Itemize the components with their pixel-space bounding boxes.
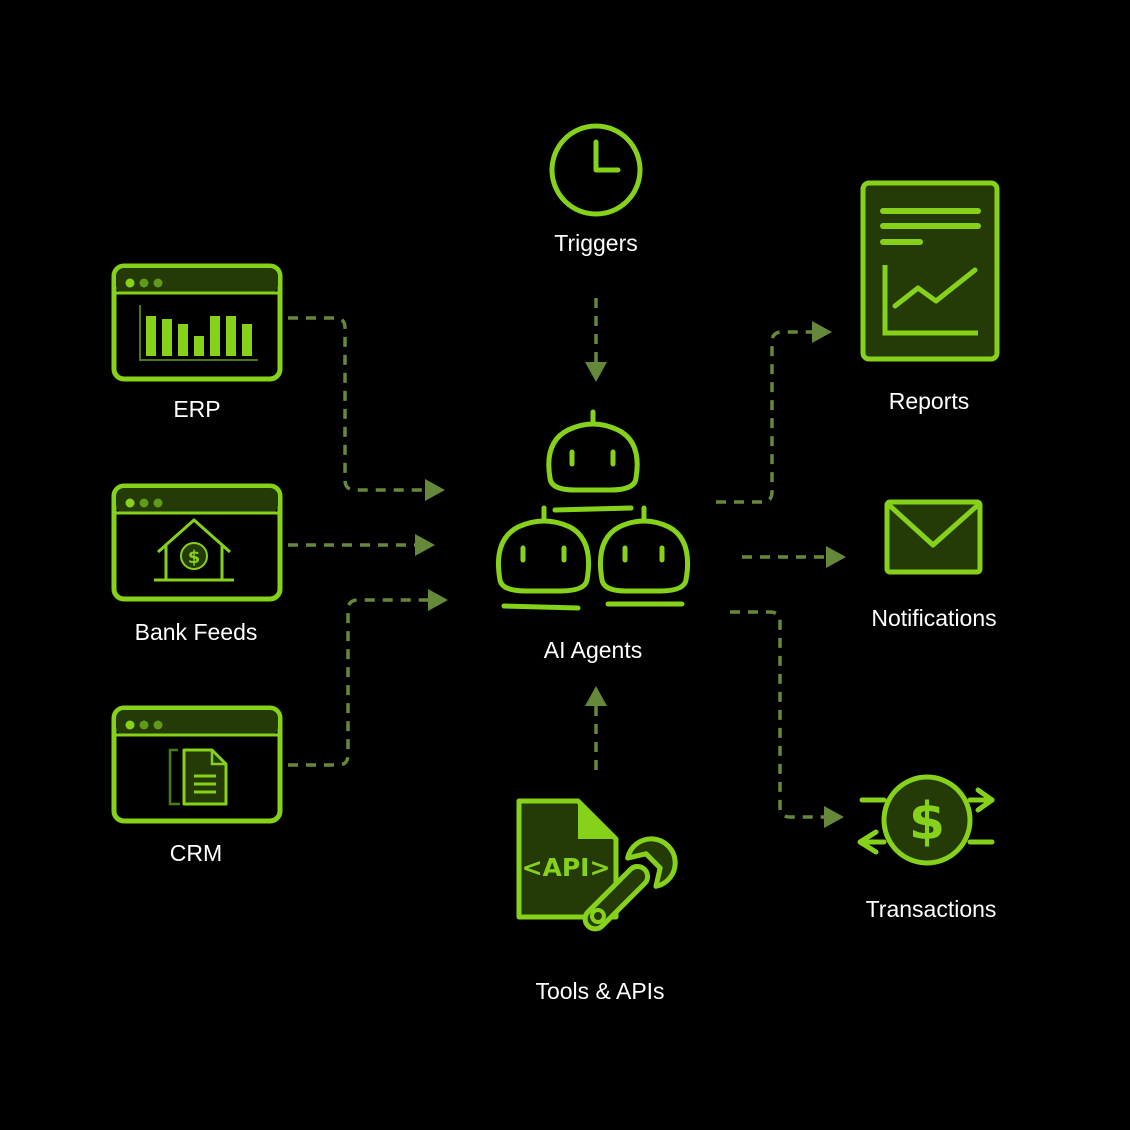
svg-text:$: $: [909, 792, 945, 852]
node-label: AI Agents: [544, 637, 642, 663]
edge-bank-feeds-to-ai-agents: [288, 534, 435, 556]
edge-crm-to-ai-agents: [288, 589, 448, 767]
edge-tools-apis-to-ai-agents: [585, 686, 607, 770]
node-transactions: $ Transactions: [857, 774, 997, 922]
edge-ai-agents-to-reports: [716, 321, 832, 504]
node-reports: Reports: [860, 180, 1000, 414]
svg-text:$: $: [188, 547, 201, 568]
document-window-icon: [111, 705, 283, 824]
node-label: ERP: [173, 396, 220, 422]
edge-ai-agents-to-transactions: [730, 610, 844, 828]
node-label: CRM: [170, 840, 222, 866]
connectors: [288, 298, 846, 828]
node-tools-apis: <API> Tools & APIs: [516, 798, 678, 1004]
node-label: Notifications: [871, 605, 996, 631]
node-erp: ERP: [111, 263, 283, 422]
edge-triggers-to-ai-agents: [585, 298, 607, 382]
edge-ai-agents-to-notifications: [742, 546, 846, 568]
node-label: Reports: [889, 388, 970, 414]
node-ai-agents: AI Agents: [495, 409, 691, 663]
node-label: Triggers: [554, 230, 638, 256]
clock-icon: [549, 123, 643, 217]
api-badge: <API>: [522, 853, 611, 882]
house-dollar-window-icon: $: [111, 483, 283, 602]
node-bank-feeds: $ Bank Feeds: [111, 483, 283, 645]
dollar-exchange-icon: $: [857, 774, 995, 866]
node-notifications: Notifications: [871, 499, 997, 631]
api-wrench-icon: <API>: [516, 798, 678, 932]
node-label: Bank Feeds: [135, 619, 258, 645]
node-label: Transactions: [866, 896, 997, 922]
report-chart-icon: [860, 180, 1000, 362]
node-label: Tools & APIs: [535, 978, 664, 1004]
node-crm: CRM: [111, 705, 283, 866]
node-triggers: Triggers: [549, 123, 643, 256]
edge-erp-to-ai-agents: [288, 316, 445, 501]
robots-icon: [495, 409, 691, 611]
envelope-icon: [884, 499, 983, 575]
bar-chart-window-icon: [111, 263, 283, 382]
